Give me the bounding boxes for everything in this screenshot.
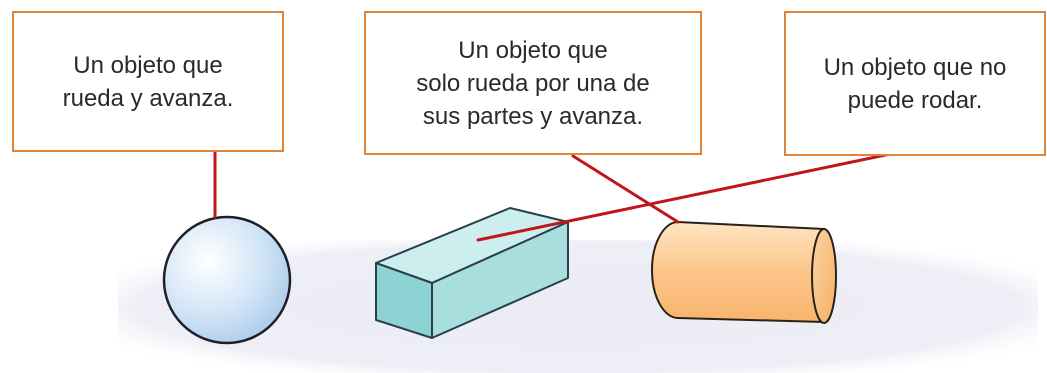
sphere [162,215,292,345]
label-box-partly-rolls: Un objeto que solo rueda por una de sus … [364,11,702,155]
label-text-partly-rolls: Un objeto que solo rueda por una de sus … [416,36,650,130]
connector-cylinder [571,154,680,224]
label-text-no-roll: Un objeto que no puede rodar. [823,53,1007,114]
cylinder [651,220,837,324]
connector-lines [213,145,897,242]
rectangular-prism [375,207,569,339]
label-box-no-roll: Un objeto que no puede rodar. [784,11,1046,156]
label-box-rolls: Un objeto que rueda y avanza. [12,11,284,152]
connector-prism [476,151,897,242]
label-text-rolls: Un objeto que rueda y avanza. [62,51,234,112]
